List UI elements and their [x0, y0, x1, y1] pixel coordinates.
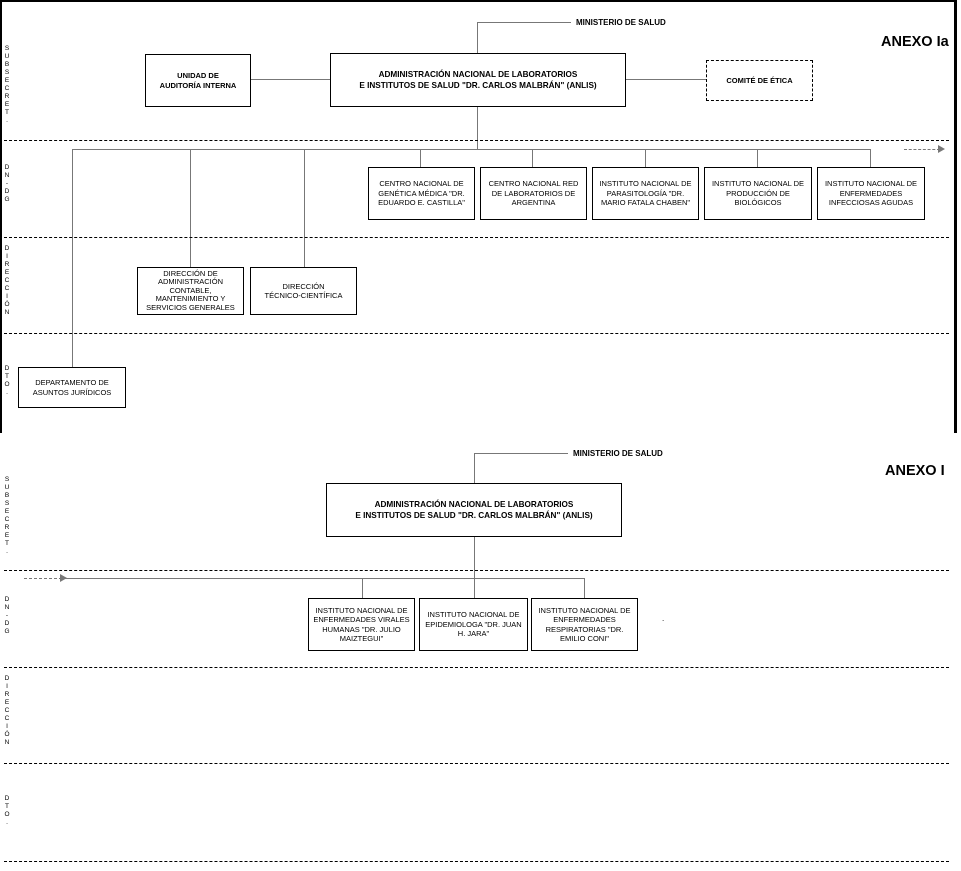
connector-center-5: [870, 149, 871, 167]
connector-main-down-a: [477, 107, 478, 149]
connector-center-2: [532, 149, 533, 167]
level-separator-b4: [4, 861, 949, 862]
connector-dir-tec: [304, 149, 305, 268]
connector-center-1: [420, 149, 421, 167]
continuation-arrow-a: [904, 149, 940, 150]
connector-dn-bus-a: [72, 149, 871, 150]
ministry-label-b: MINISTERIO DE SALUD: [573, 449, 663, 458]
arrow-head-right-icon: [60, 574, 67, 582]
connector-center-4: [757, 149, 758, 167]
connector-dn-bus-b: [62, 578, 584, 579]
arrow-head-right-icon: [938, 145, 945, 153]
connector-ministry-a: [477, 22, 478, 53]
connector-institute-1: [362, 578, 363, 598]
connector-ethics: [626, 79, 706, 80]
level-separator-a1: [4, 140, 949, 141]
annex-ia-panel: [0, 0, 957, 433]
connector-ministry-a-h: [477, 22, 571, 23]
connector-dept-legal: [72, 149, 73, 367]
level-separator-b1: [4, 570, 949, 571]
connector-dir-admin: [190, 149, 191, 268]
level-separator-a2: [4, 237, 949, 238]
level-separator-b3: [4, 763, 949, 764]
connector-ministry-b: [474, 453, 475, 483]
connector-main-down-b: [474, 537, 475, 598]
level-separator-a3: [4, 333, 949, 334]
ethics-committee-box: COMITÉ DE ÉTICA: [706, 60, 813, 101]
connector-audit: [251, 79, 330, 80]
connector-center-3: [645, 149, 646, 167]
connector-institute-3: [584, 578, 585, 598]
level-separator-b2: [4, 667, 949, 668]
stray-mark: .: [662, 614, 665, 623]
connector-ministry-b-h: [474, 453, 568, 454]
annex-ia-title: ANEXO Ia: [881, 34, 949, 50]
continuation-arrow-b: [24, 578, 62, 579]
annex-i-title: ANEXO I: [885, 463, 945, 479]
ministry-label-a: MINISTERIO DE SALUD: [576, 18, 666, 27]
